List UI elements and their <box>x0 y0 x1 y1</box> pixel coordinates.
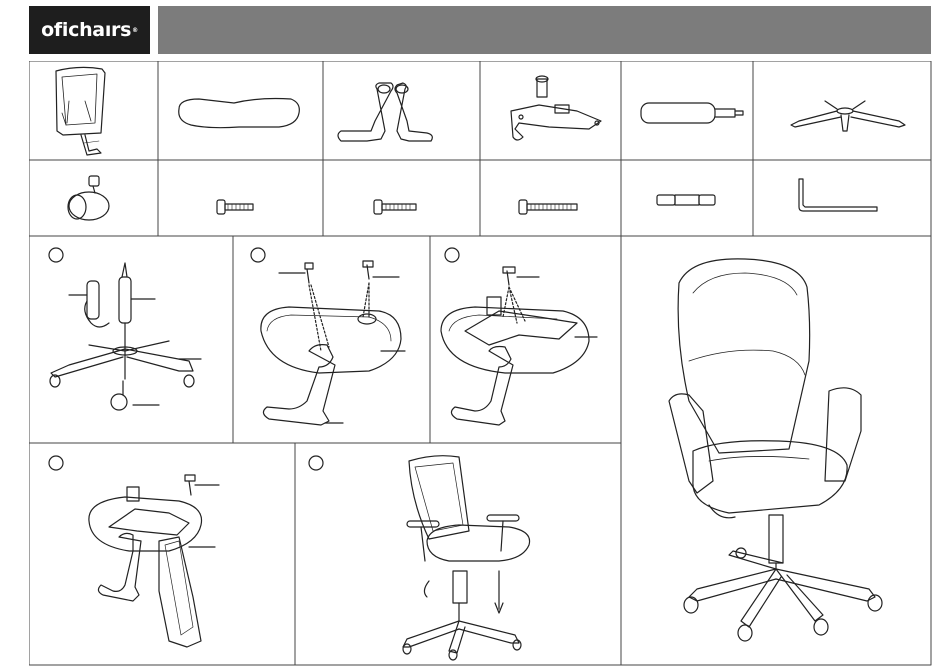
long-bolt-icon <box>519 200 577 214</box>
chair-back-icon <box>56 67 105 155</box>
step-4-attach-backrest <box>49 456 219 647</box>
armrests-icon <box>338 83 432 141</box>
seat-mechanism-icon <box>511 76 601 140</box>
bolt-icon <box>374 200 416 214</box>
header-band <box>158 6 931 54</box>
trademark-symbol: ® <box>132 27 138 34</box>
brand-logo: ofichaırs® <box>29 6 150 54</box>
assembled-executive-chair <box>669 259 882 641</box>
caster-icon <box>68 176 109 220</box>
lift-cover-icon <box>657 195 715 205</box>
seat-cushion-icon <box>179 99 300 128</box>
brand-name: ofichaırs <box>41 19 131 41</box>
hex-key-icon <box>799 179 877 211</box>
grid-lines <box>29 61 931 665</box>
assembly-sheet <box>29 61 932 666</box>
step-3-attach-mechanism <box>441 248 597 425</box>
step-5-mount-seat-on-base <box>309 456 530 660</box>
bolt-icon <box>217 200 253 214</box>
five-star-base-icon <box>791 101 905 131</box>
gas-lift-icon <box>641 103 743 123</box>
step-2-attach-armrests <box>251 248 405 425</box>
step-1-base-assembly <box>49 248 201 410</box>
